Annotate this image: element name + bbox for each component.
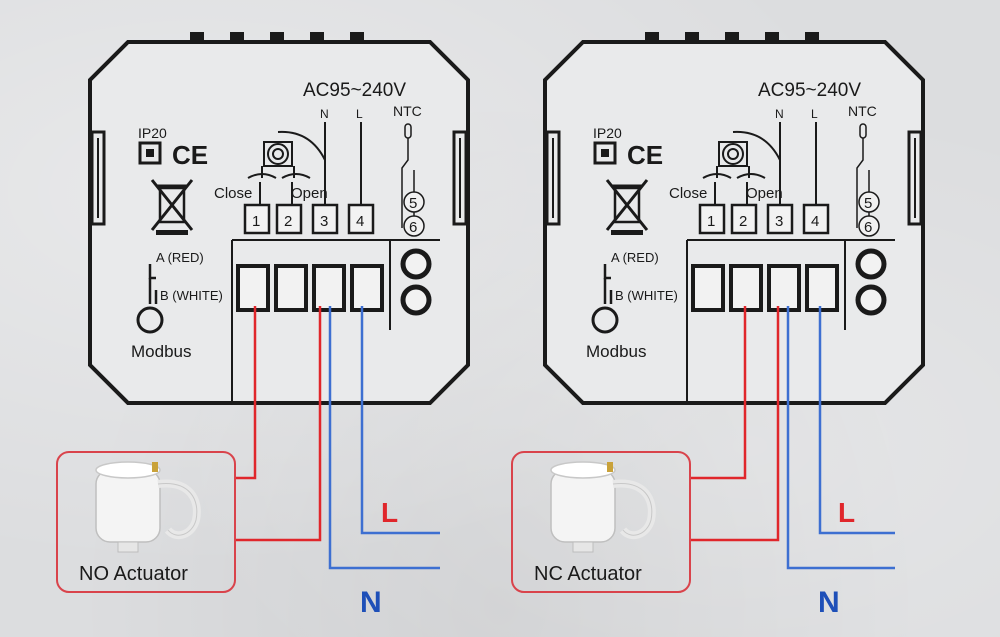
line-n-label: N bbox=[818, 586, 840, 619]
terminal-3: 3 bbox=[775, 213, 783, 230]
ce-mark: CE bbox=[627, 140, 663, 170]
terminal-block-numbers: 1 2 3 4 bbox=[243, 203, 375, 235]
modbus-b-label: B (WHITE) bbox=[160, 288, 223, 303]
thermostat-relay-icon bbox=[247, 130, 326, 179]
open-label: Open bbox=[291, 185, 328, 202]
ip20-mark: IP20 bbox=[138, 125, 167, 165]
l-terminal-label: L bbox=[356, 107, 363, 121]
actuator-box: NO Actuator bbox=[56, 451, 236, 593]
wires bbox=[691, 306, 895, 570]
terminal-block-numbers: 1 2 3 4 bbox=[698, 203, 830, 235]
side-latch-left bbox=[90, 130, 106, 226]
side-latch-left bbox=[545, 130, 561, 226]
supply-voltage-label: AC95~240V bbox=[303, 80, 406, 101]
neutral-wire-terminal-3 bbox=[328, 306, 440, 570]
live-wire-to-terminal-3 bbox=[691, 306, 780, 542]
terminal-1: 1 bbox=[707, 213, 715, 230]
actuator-label: NO Actuator bbox=[79, 563, 188, 585]
recycle-bin-crossed-icon bbox=[150, 179, 194, 235]
wires bbox=[236, 306, 440, 570]
live-wire-to-terminal-3 bbox=[236, 306, 322, 542]
ntc-pin-6: 6 bbox=[409, 219, 417, 236]
screw-terminals bbox=[691, 264, 839, 312]
side-latch-right bbox=[452, 130, 468, 226]
terminal-1: 1 bbox=[252, 213, 260, 230]
ntc-screw-holes bbox=[855, 248, 887, 316]
open-label: Open bbox=[746, 185, 783, 202]
terminal-4: 4 bbox=[356, 213, 364, 230]
ntc-sensor: NTC 5 6 bbox=[848, 103, 880, 237]
actuator-box: NC Actuator bbox=[511, 451, 691, 593]
live-wire-to-terminal-2 bbox=[691, 306, 747, 480]
actuator-icon bbox=[95, 461, 201, 553]
ntc-pin-6: 6 bbox=[864, 219, 872, 236]
actuator-label: NC Actuator bbox=[534, 563, 642, 585]
recycle-bin-crossed-icon bbox=[605, 179, 649, 235]
modbus-label: Modbus bbox=[131, 342, 191, 361]
n-terminal-label: N bbox=[320, 107, 329, 121]
live-wire-to-terminal-1 bbox=[236, 306, 257, 480]
n-terminal-label: N bbox=[775, 107, 784, 121]
ntc-screw-holes bbox=[400, 248, 432, 316]
ntc-label: NTC bbox=[848, 103, 877, 119]
ce-mark: CE bbox=[172, 140, 208, 170]
ip-rating-label: IP20 bbox=[593, 125, 622, 141]
top-clips bbox=[190, 32, 364, 44]
modbus-a-label: A (RED) bbox=[156, 250, 204, 265]
terminal-4: 4 bbox=[811, 213, 819, 230]
line-l-label: L bbox=[838, 497, 855, 528]
line-wire-terminal-4 bbox=[360, 306, 440, 535]
terminal-3: 3 bbox=[320, 213, 328, 230]
screw-terminals bbox=[236, 264, 384, 312]
line-l-label: L bbox=[381, 497, 398, 528]
ntc-label: NTC bbox=[393, 103, 422, 119]
ip20-mark: IP20 bbox=[593, 125, 622, 165]
ntc-pin-5: 5 bbox=[409, 195, 417, 212]
modbus-b-label: B (WHITE) bbox=[615, 288, 678, 303]
thermostat-relay-icon bbox=[702, 130, 781, 179]
close-label: Close bbox=[669, 185, 707, 202]
top-clips bbox=[645, 32, 819, 44]
ntc-pin-5: 5 bbox=[864, 195, 872, 212]
modbus-port: A (RED) B (WHITE) Modbus bbox=[131, 250, 223, 361]
neutral-wire-terminal-3 bbox=[786, 306, 895, 570]
terminal-2: 2 bbox=[284, 213, 292, 230]
modbus-label: Modbus bbox=[586, 342, 646, 361]
ip-rating-label: IP20 bbox=[138, 125, 167, 141]
actuator-icon bbox=[550, 461, 656, 553]
modbus-port: A (RED) B (WHITE) Modbus bbox=[586, 250, 678, 361]
diagram-no: AC95~240V N L NTC 5 6 IP20 CE bbox=[56, 32, 470, 619]
terminal-2: 2 bbox=[739, 213, 747, 230]
supply-voltage-label: AC95~240V bbox=[758, 80, 861, 101]
diagram-nc: AC95~240V N L NTC 5 6 IP20 CE bbox=[511, 32, 925, 619]
side-latch-right bbox=[907, 130, 923, 226]
close-label: Close bbox=[214, 185, 252, 202]
ntc-sensor: NTC 5 6 bbox=[393, 103, 425, 237]
line-n-label: N bbox=[360, 586, 382, 619]
line-wire-terminal-4 bbox=[818, 306, 895, 535]
modbus-a-label: A (RED) bbox=[611, 250, 659, 265]
l-terminal-label: L bbox=[811, 107, 818, 121]
